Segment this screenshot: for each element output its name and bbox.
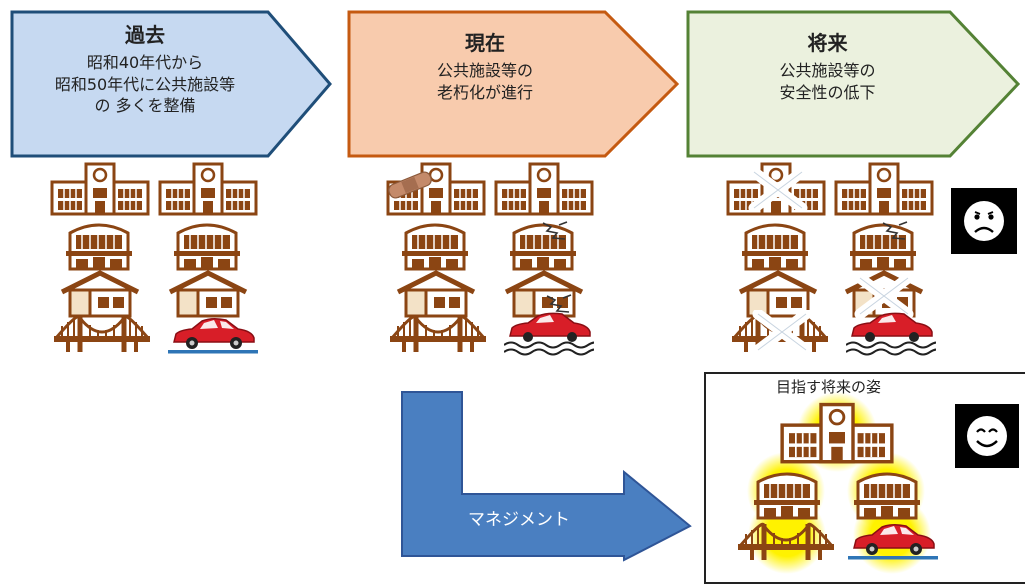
hall-icon [740,213,810,271]
stage-present-body: 公共施設等の 老朽化が進行 [436,61,533,102]
stage-present-text: 現在 公共施設等の 老朽化が進行 [360,30,610,103]
cross-icon [752,310,812,354]
stage-past-text: 過去 昭和40年代から 昭和50年代に公共施設等 の 多くを整備 [20,22,270,117]
crack-damage-icon [881,219,911,241]
car-road-icon [168,314,258,354]
hall-icon [852,462,922,520]
stage-future-body: 公共施設等の 安全性の低下 [779,61,876,102]
car-road-icon [848,520,938,560]
stage-past-title: 過去 [125,23,165,47]
school-icon [50,160,150,216]
hall-icon [172,213,242,271]
house-icon [396,270,476,318]
bridge-icon [54,312,150,354]
stage-past-body: 昭和40年代から 昭和50年代に公共施設等 の 多くを整備 [54,53,236,116]
stage-present-title: 現在 [465,31,505,55]
crack-damage-icon [541,219,571,241]
house-icon [60,270,140,318]
hall-icon [64,213,134,271]
cross-icon [748,168,808,212]
house-icon [168,270,248,318]
stage-present-chevron [347,10,679,158]
sad-face-icon [951,188,1017,254]
management-arrow [401,391,692,562]
hall-icon [400,213,470,271]
management-label: マネジメント [468,510,570,530]
bridge-icon [738,520,834,562]
stage-future-chevron [686,10,1020,158]
stage-future-title: 将来 [807,31,848,55]
school-icon [834,160,934,216]
car-flood-icon [846,312,936,356]
school-icon [494,160,594,216]
hall-icon [752,462,822,520]
stage-past-chevron [10,10,332,158]
school-icon [778,400,896,464]
school-icon [158,160,258,216]
stage-future-text: 将来 公共施設等の 安全性の低下 [700,30,955,103]
happy-face-icon [955,404,1019,468]
bridge-icon [390,312,486,354]
car-flood-icon [504,312,594,356]
bandage-damage-icon [385,170,435,200]
crack-damage-icon [545,292,575,314]
goal-title: 目指す将来の姿 [776,378,882,396]
